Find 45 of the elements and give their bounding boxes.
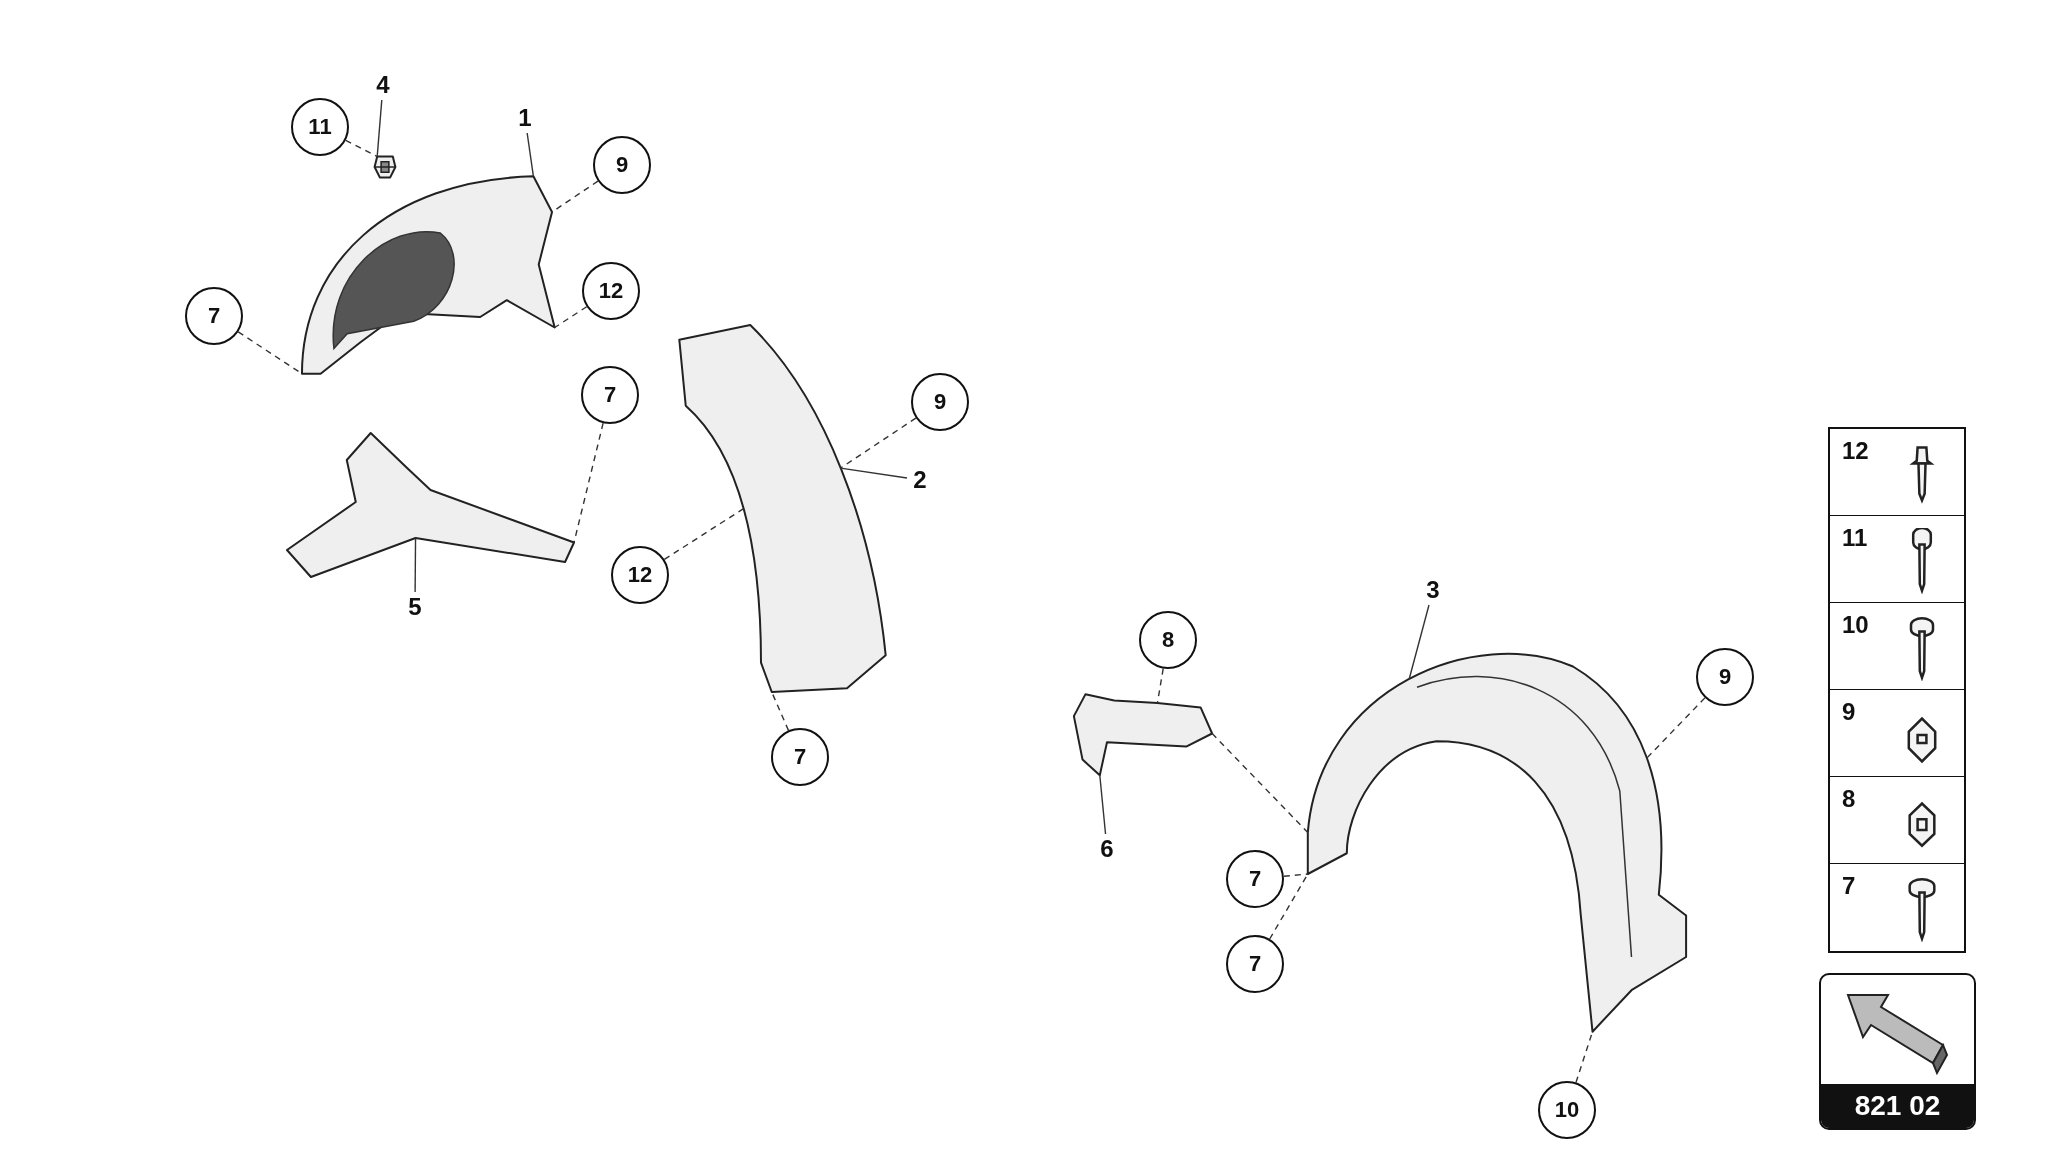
part-number: 8	[1842, 785, 1856, 813]
callout-number: 12	[582, 262, 640, 320]
leader-line	[1099, 774, 1107, 835]
callout-number: 6	[1094, 834, 1120, 864]
callout-number: 1	[512, 103, 538, 133]
callout-number: 9	[593, 136, 651, 194]
leader-line	[1408, 604, 1430, 680]
callout-number: 9	[1696, 648, 1754, 706]
callout-number: 12	[611, 546, 669, 604]
callout-number: 7	[185, 287, 243, 345]
part-number: 9	[1842, 698, 1856, 726]
leader-line	[376, 99, 383, 158]
callout-number: 3	[1420, 575, 1446, 605]
callout-number: 11	[291, 98, 349, 156]
callout-number: 8	[1139, 611, 1197, 669]
callout-number: 7	[771, 728, 829, 786]
leader-line	[1211, 732, 1309, 834]
leader-line	[663, 507, 745, 561]
leader-line	[573, 422, 604, 544]
part-number: 7	[1842, 872, 1856, 900]
diagram-number: 821 02	[1821, 1084, 1974, 1128]
leader-line	[345, 139, 378, 158]
leader-line	[771, 691, 790, 732]
leader-line	[1646, 697, 1706, 759]
part-number: 10	[1842, 611, 1869, 639]
callout-number: 9	[911, 373, 969, 431]
leader-line	[1156, 667, 1164, 704]
leader-line	[553, 306, 588, 329]
callout-number: 7	[1226, 850, 1284, 908]
leader-line	[526, 132, 535, 177]
leader-line	[839, 467, 908, 479]
wheel-arch-liner-drawing	[675, 325, 890, 692]
bracket-drawing	[1071, 690, 1215, 777]
callout-number: 7	[1226, 935, 1284, 993]
callout-number: 10	[1538, 1081, 1596, 1139]
part-number: 12	[1842, 437, 1869, 465]
leader-line	[839, 417, 917, 469]
leader-line	[414, 537, 417, 593]
callout-number: 7	[581, 366, 639, 424]
leader-line	[1283, 873, 1309, 877]
callout-number: 4	[370, 70, 396, 100]
clip-drawing	[372, 154, 398, 180]
callout-number: 5	[402, 592, 428, 622]
callout-number: 2	[907, 465, 933, 495]
part-number: 11	[1842, 524, 1868, 552]
